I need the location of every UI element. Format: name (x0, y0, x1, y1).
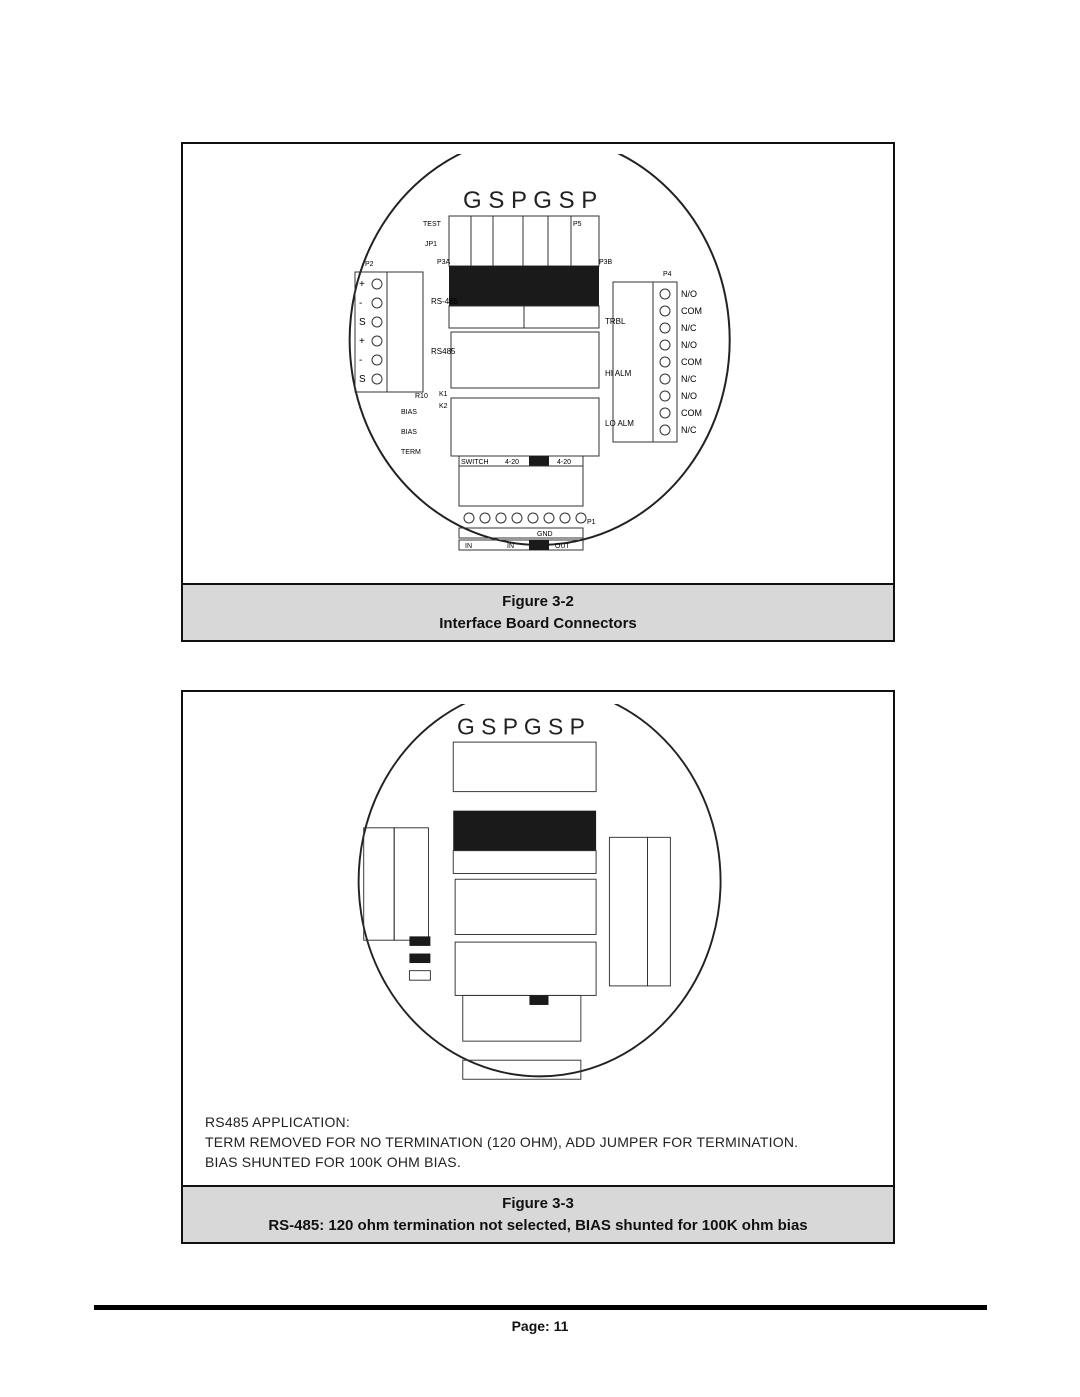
left-terminal-block (363, 827, 395, 941)
relay-label: N/O (681, 340, 697, 350)
label-bias-1: BIAS (401, 409, 417, 416)
label-k1: K1 (439, 391, 448, 398)
figure-caption: Figure 3-3 RS-485: 120 ohm termination n… (183, 1185, 893, 1242)
relay-terminal-block: N/O COM N/C N/O COM N/C N/O COM N/C (612, 281, 702, 443)
terminal-label: S (359, 374, 366, 385)
label-trbl: TRBL (605, 317, 626, 326)
label-in-1: IN (465, 543, 472, 550)
top-letters: G S P G S P (463, 187, 597, 214)
label-gnd: GND (537, 531, 553, 538)
label-rs485-b: RS485 (431, 347, 456, 356)
label-hi-alm: HI ALM (605, 369, 632, 378)
relay-label: N/C (681, 374, 697, 384)
note-line-2: TERM REMOVED FOR NO TERMINATION (120 OHM… (205, 1134, 799, 1150)
relay-label: N/O (681, 289, 697, 299)
label-switch: SWITCH (461, 459, 489, 466)
label-bias-2: BIAS (401, 429, 417, 436)
label-out: OUT (555, 543, 571, 550)
figure-3-3: G S P G S P RS485 APPLICATION: TERM REMO… (181, 690, 895, 1244)
figure-caption: Figure 3-2 Interface Board Connectors (183, 583, 893, 640)
label-rs485-a: RS-485 (431, 297, 459, 306)
figure-title: Interface Board Connectors (439, 615, 637, 632)
label-p5: P5 (573, 221, 582, 228)
terminal-label: - (359, 298, 362, 309)
figure-3-2: G S P G S P TEST JP1 P3A P3B P5 + - S + … (181, 142, 895, 642)
label-in-2: IN (507, 543, 514, 550)
label-lo-alm: LO ALM (605, 419, 634, 428)
interface-board-diagram: G S P G S P TEST JP1 P3A P3B P5 + - S + … (348, 154, 731, 551)
note-line-1: RS485 APPLICATION: (205, 1114, 350, 1130)
terminal-label: + (359, 279, 365, 290)
relay-label: N/C (681, 425, 697, 435)
relay-label: N/C (681, 323, 697, 333)
footer-rule (94, 1305, 987, 1310)
bias-shunt (409, 953, 431, 964)
label-term: TERM (401, 449, 421, 456)
relay-k2 (454, 941, 597, 996)
page-number: Page: 11 (511, 1318, 569, 1334)
terminal-label: - (359, 355, 362, 366)
label-jp1: JP1 (425, 241, 437, 248)
relay-k2 (450, 397, 600, 457)
bottom-connector-p1: SWITCH 4-20 4-20 P1 GND IN IN OUT (458, 455, 596, 551)
relay-label: COM (681, 408, 702, 418)
figure-title: RS-485: 120 ohm termination not selected… (268, 1217, 808, 1234)
relay-k1 (450, 331, 600, 389)
label-p4: P4 (663, 271, 672, 278)
term-jumper-removed (408, 970, 431, 981)
label-p3a: P3A (437, 259, 451, 266)
label-test: TEST (423, 221, 442, 228)
relay-k1 (454, 878, 597, 935)
figure-number: Figure 3-2 (502, 593, 574, 610)
label-p1: P1 (587, 519, 596, 526)
relay-terminal-block (608, 836, 648, 987)
header-block (453, 810, 597, 851)
top-header: G S P G S P (448, 187, 600, 329)
terminal-label: + (359, 336, 365, 347)
rs485-note: RS485 APPLICATION: TERM REMOVED FOR NO T… (205, 1112, 798, 1172)
bottom-connector-p1 (462, 994, 582, 1042)
top-letters: G S P G S P (457, 713, 585, 739)
left-terminal-block: + - S + - S (354, 271, 424, 393)
relay-label: COM (681, 306, 702, 316)
label-p2: P2 (365, 261, 374, 268)
label-4-20-b: 4-20 (557, 459, 571, 466)
terminal-label: S (359, 317, 366, 328)
label-4-20-a: 4-20 (505, 459, 519, 466)
note-line-3: BIAS SHUNTED FOR 100K OHM BIAS. (205, 1154, 461, 1170)
bias-shunt (409, 936, 431, 946)
label-k2: K2 (439, 403, 448, 410)
relay-label: N/O (681, 391, 697, 401)
figure-number: Figure 3-3 (502, 1195, 574, 1212)
label-p3b: P3B (599, 259, 613, 266)
rs485-board-diagram: G S P G S P (357, 704, 722, 1080)
label-r10: R10 (415, 393, 428, 400)
relay-label: COM (681, 357, 702, 367)
